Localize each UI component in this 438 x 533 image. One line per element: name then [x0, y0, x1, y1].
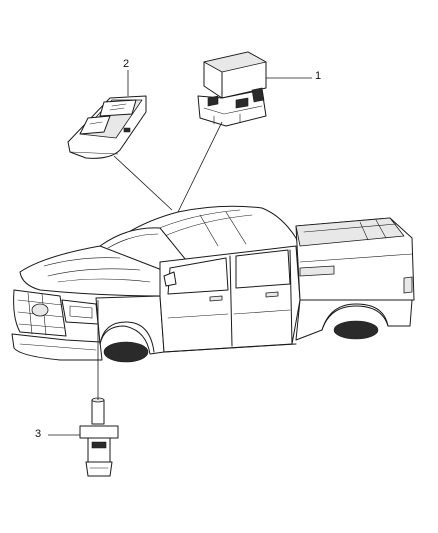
leader-window-switch	[113, 155, 173, 211]
leader-lines	[48, 70, 312, 436]
callout-1: 1	[315, 70, 322, 82]
switch-module-icon	[197, 51, 267, 127]
pickup-truck-illustration	[11, 205, 415, 363]
callout-2: 2	[123, 58, 130, 70]
leader-switch-module	[177, 121, 223, 213]
callout-3: 3	[35, 428, 42, 440]
window-switch-bezel-icon	[67, 95, 147, 159]
hood-ajar-switch-icon	[79, 397, 119, 477]
